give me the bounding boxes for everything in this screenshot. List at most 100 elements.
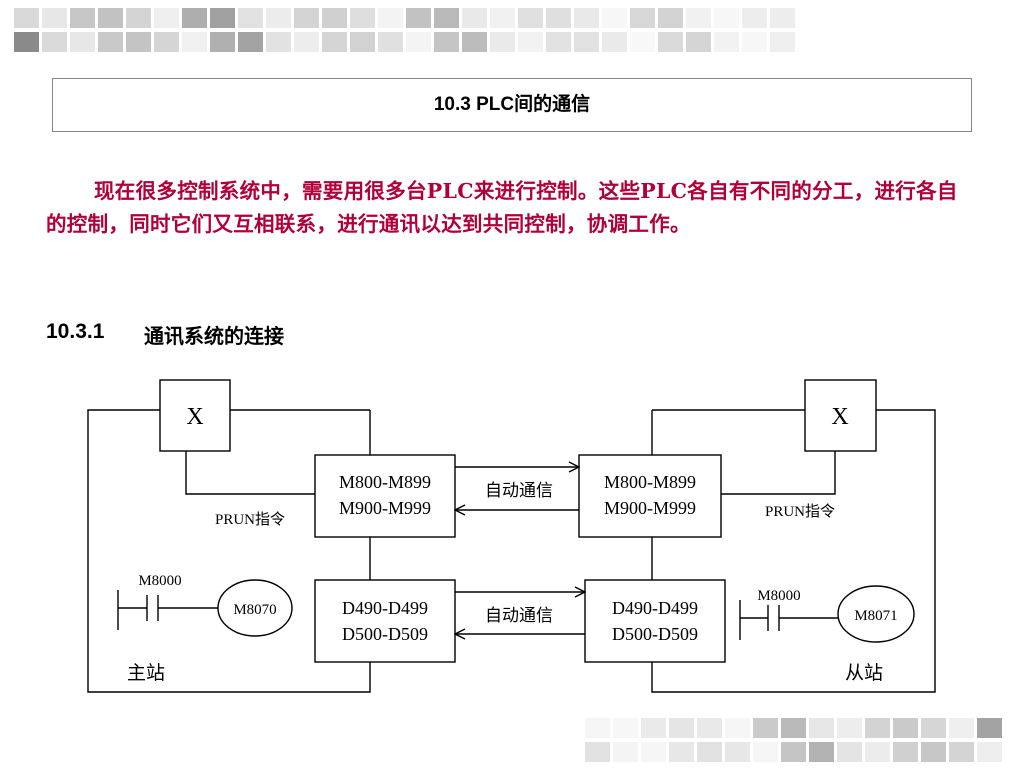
decor-tile — [630, 8, 655, 28]
master-coil — [217, 579, 293, 637]
slave-station-label: 从站 — [845, 662, 883, 684]
decor-tile — [490, 32, 515, 52]
section-title: 通讯系统的连接 — [144, 324, 284, 348]
decor-tile — [742, 8, 767, 28]
decor-tile — [613, 742, 638, 762]
page-title: 10.3 PLC间的通信 — [433, 94, 591, 115]
decor-tile — [322, 8, 347, 28]
decor-tile — [921, 718, 946, 738]
decor-tile — [434, 8, 459, 28]
decor-tile — [154, 8, 179, 28]
decor-tile — [126, 32, 151, 52]
decor-tile — [182, 8, 207, 28]
decor-tile — [490, 8, 515, 28]
decor-tile — [641, 718, 666, 738]
decor-tile — [921, 742, 946, 762]
decor-tile — [977, 718, 1002, 738]
decor-tile — [742, 32, 767, 52]
decor-tile — [686, 8, 711, 28]
decor-tile — [378, 32, 403, 52]
decor-tile — [865, 718, 890, 738]
decor-tile — [434, 32, 459, 52]
decor-tile — [210, 32, 235, 52]
slave-m-box — [578, 454, 722, 538]
decor-tile — [294, 8, 319, 28]
decor-tile — [518, 32, 543, 52]
decor-tile — [602, 32, 627, 52]
intro-paragraph-text: 现在很多控制系统中，需要用很多台PLC来进行控制。这些PLC各自有不同的分工，进… — [46, 179, 958, 236]
decor-tile — [546, 8, 571, 28]
decor-tile — [42, 8, 67, 28]
decor-tile — [585, 742, 610, 762]
link-label-top: 自动通信 — [485, 481, 553, 501]
decor-tile — [350, 8, 375, 28]
master-station-label: 主站 — [127, 662, 165, 684]
decor-tile — [210, 8, 235, 28]
decor-tile — [182, 32, 207, 52]
decor-tile — [98, 8, 123, 28]
decor-tile — [893, 742, 918, 762]
decor-tile — [714, 8, 739, 28]
slave-d-range-2: D500-D509 — [612, 624, 698, 644]
decor-tile — [518, 8, 543, 28]
slave-x-box — [804, 379, 877, 452]
master-m-range-2: M900-M999 — [339, 498, 431, 518]
decor-tile — [658, 32, 683, 52]
section-number: 10.3.1 — [46, 320, 105, 343]
slave-d-range-1: D490-D499 — [612, 598, 698, 618]
master-d-range-1: D490-D499 — [342, 598, 428, 618]
decor-tile — [154, 32, 179, 52]
decor-tile — [714, 32, 739, 52]
slave-contact-label: M8000 — [757, 588, 800, 604]
master-d-box — [314, 579, 456, 663]
decor-tile — [266, 8, 291, 28]
slave-prun-line — [721, 451, 836, 495]
slave-m-range-1: M800-M899 — [604, 472, 696, 492]
decor-tile — [98, 32, 123, 52]
decor-tile — [893, 718, 918, 738]
decor-tile — [809, 742, 834, 762]
decor-tile — [770, 8, 795, 28]
decor-tile — [42, 32, 67, 52]
master-m-range-1: M800-M899 — [339, 472, 431, 492]
decor-tile — [630, 32, 655, 52]
intro-paragraph: 现在很多控制系统中，需要用很多台PLC来进行控制。这些PLC各自有不同的分工，进… — [46, 175, 966, 241]
decor-tile — [350, 32, 375, 52]
decor-tile — [725, 742, 750, 762]
decor-tile — [585, 718, 610, 738]
master-outer-line — [87, 409, 371, 693]
decor-tile — [697, 718, 722, 738]
decor-tile — [613, 718, 638, 738]
decor-tile — [126, 8, 151, 28]
decor-tile — [977, 742, 1002, 762]
master-prun-label: PRUN指令 — [215, 511, 285, 528]
decor-tile — [238, 8, 263, 28]
master-x-label: X — [186, 404, 203, 430]
link-label-bottom: 自动通信 — [485, 606, 553, 626]
slave-m-range-2: M900-M999 — [604, 498, 696, 518]
master-d-range-2: D500-D509 — [342, 624, 428, 644]
slave-coil-label: M8071 — [854, 608, 897, 624]
decor-tile — [809, 718, 834, 738]
decor-tile — [725, 718, 750, 738]
master-x-box — [159, 379, 231, 452]
decor-tile — [546, 32, 571, 52]
master-coil-label: M8070 — [233, 602, 276, 618]
slave-x-label: X — [831, 404, 848, 430]
decor-tile — [865, 742, 890, 762]
decor-tile — [378, 8, 403, 28]
decor-tile — [837, 742, 862, 762]
decor-tile — [462, 8, 487, 28]
master-prun-line — [185, 451, 315, 495]
decor-tile — [574, 32, 599, 52]
decor-tile — [697, 742, 722, 762]
decor-tile — [294, 32, 319, 52]
decor-tile — [602, 8, 627, 28]
decor-tile — [406, 8, 431, 28]
decor-tile — [238, 32, 263, 52]
decor-tile — [322, 32, 347, 52]
slave-d-box — [584, 579, 726, 663]
slave-coil — [837, 585, 915, 643]
decor-tile — [70, 8, 95, 28]
